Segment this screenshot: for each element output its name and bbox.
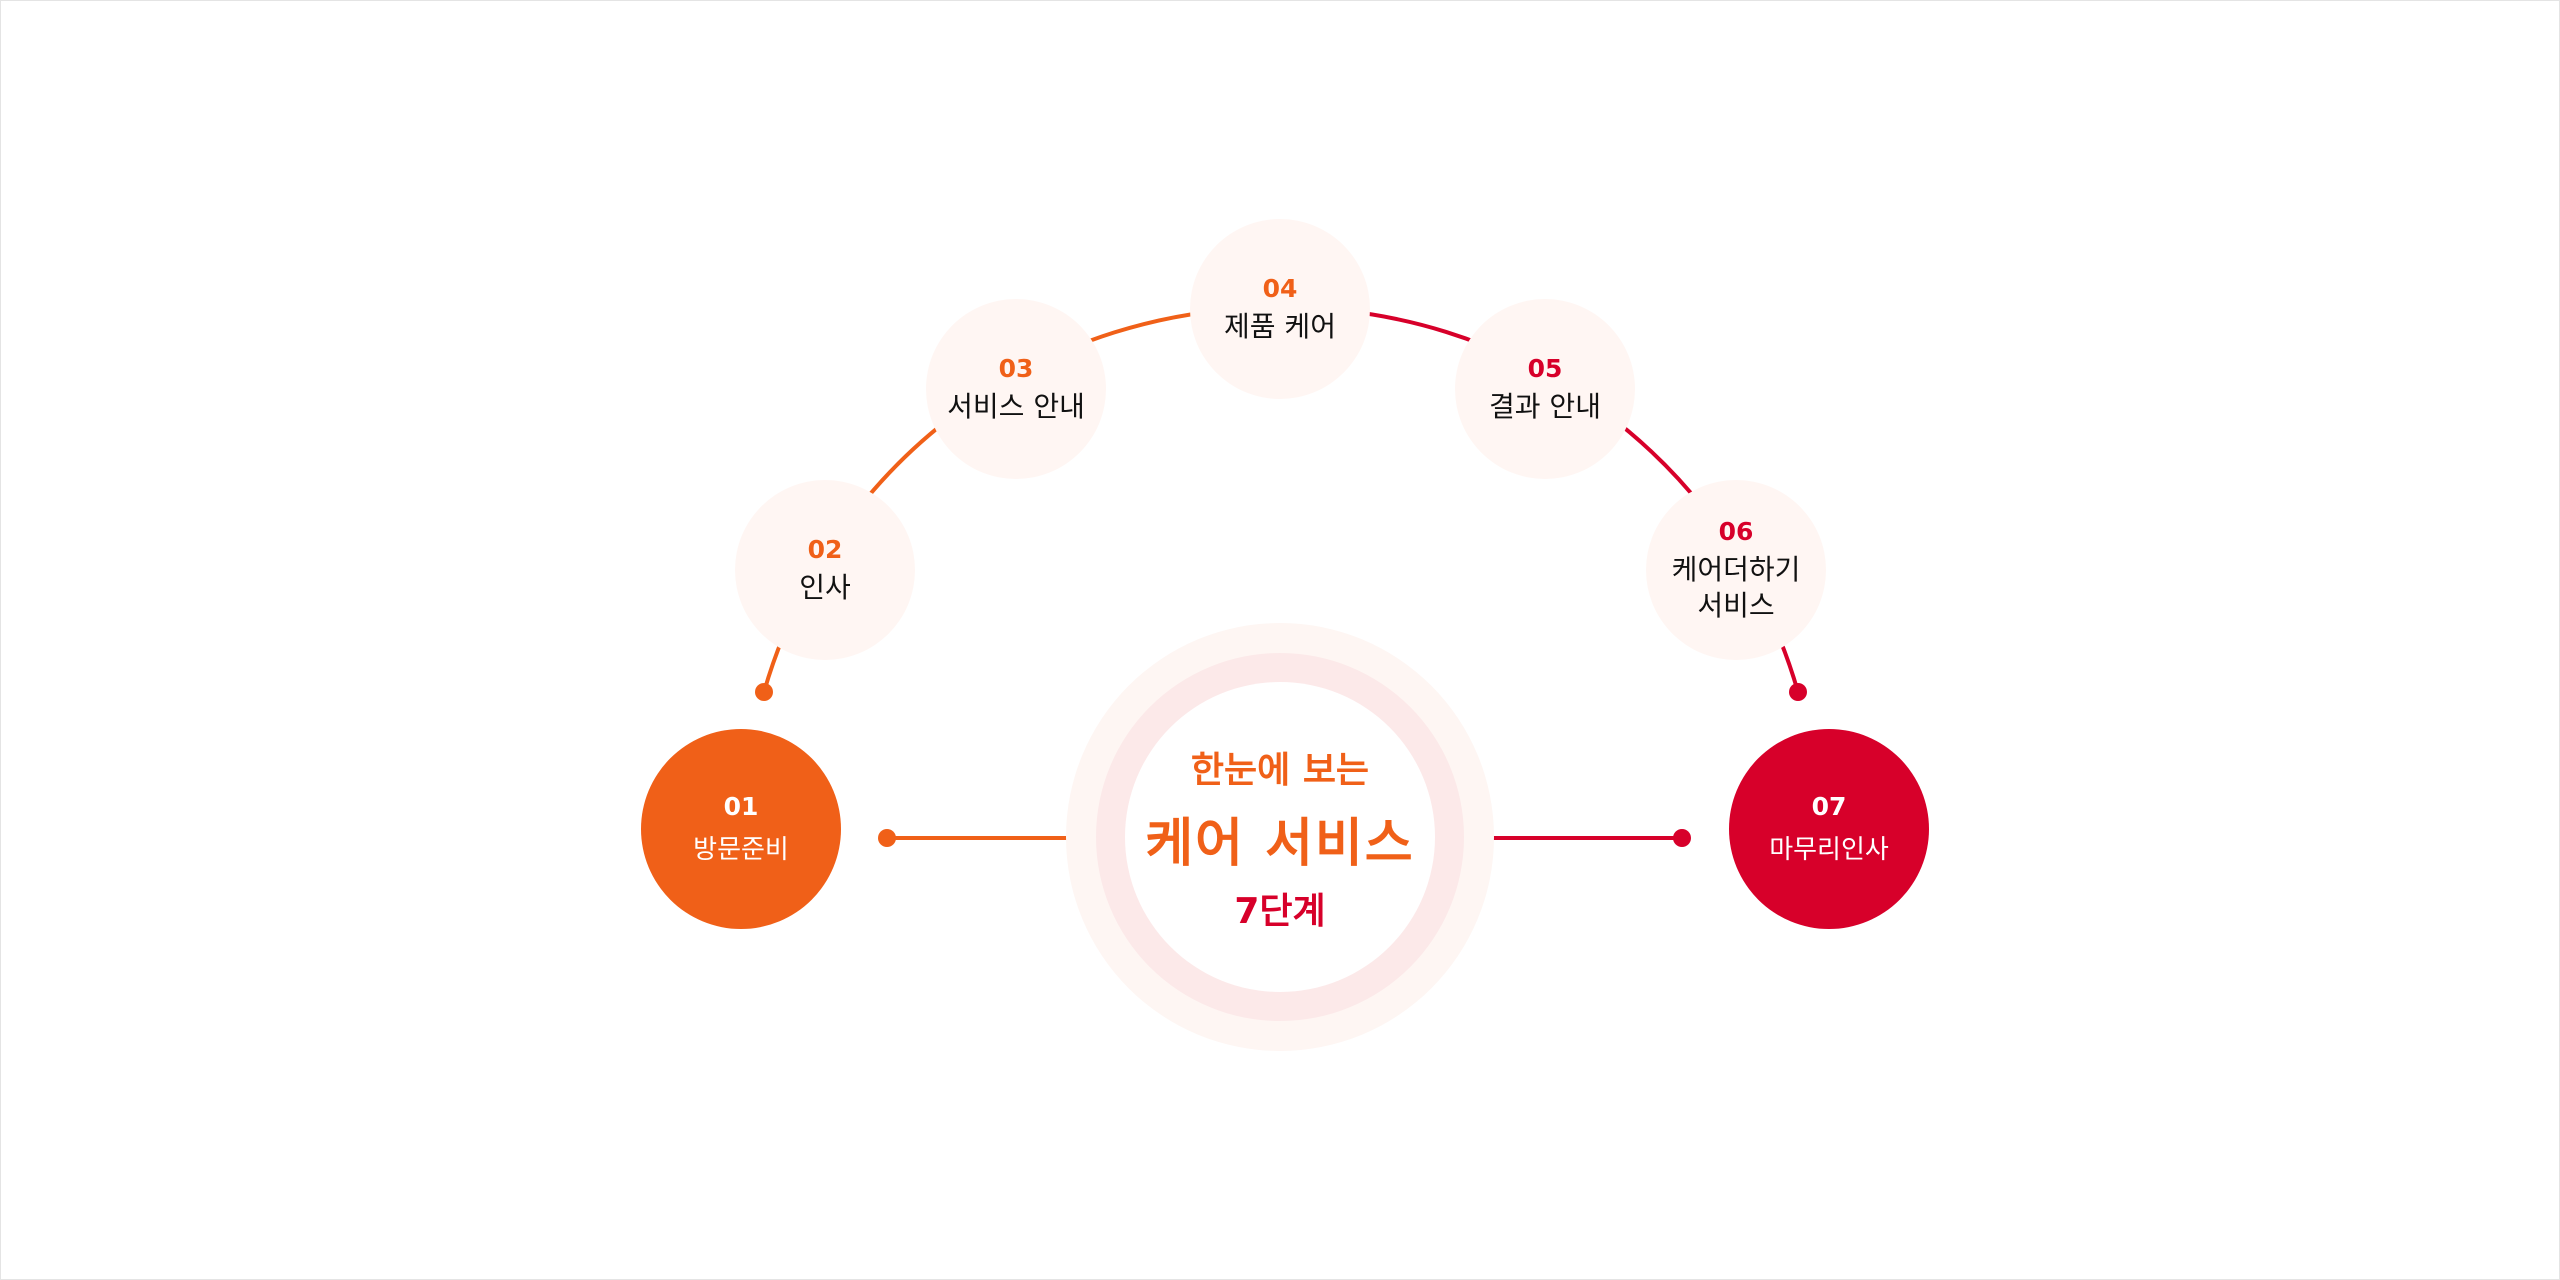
step-label: 제품 케어 bbox=[1224, 309, 1336, 343]
step-number: 07 bbox=[1811, 792, 1847, 821]
step-number: 01 bbox=[723, 792, 759, 821]
step-07: 07 마무리인사 bbox=[1729, 729, 1929, 929]
center-inner: 한눈에 보는 케어 서비스 7단계 bbox=[1125, 682, 1435, 992]
dot-left bbox=[878, 829, 896, 847]
center-title: 케어 서비스 bbox=[1145, 813, 1415, 874]
center-badge: 한눈에 보는 케어 서비스 7단계 bbox=[1066, 623, 1494, 1051]
step-number: 04 bbox=[1262, 273, 1298, 303]
step-05: 05 결과 안내 bbox=[1455, 299, 1635, 479]
step-label: 결과 안내 bbox=[1489, 389, 1601, 423]
step-number: 03 bbox=[998, 353, 1034, 383]
step-number: 02 bbox=[807, 534, 843, 564]
step-label-line2: 서비스 bbox=[1697, 588, 1775, 622]
step-label: 서비스 안내 bbox=[947, 389, 1085, 423]
dot-left-top bbox=[755, 683, 773, 701]
center-line3: 7단계 bbox=[1234, 890, 1326, 932]
step-01: 01 방문준비 bbox=[641, 729, 841, 929]
step-02: 02 인사 bbox=[735, 480, 915, 660]
step-label: 방문준비 bbox=[693, 835, 789, 865]
step-06: 06 케어더하기 서비스 bbox=[1646, 480, 1826, 660]
center-line1: 한눈에 보는 bbox=[1190, 749, 1370, 791]
step-04: 04 제품 케어 bbox=[1190, 219, 1370, 399]
step-03: 03 서비스 안내 bbox=[926, 299, 1106, 479]
step-label: 인사 bbox=[799, 570, 851, 604]
step-number: 05 bbox=[1527, 353, 1563, 383]
step-number: 06 bbox=[1718, 516, 1754, 546]
step-label: 마무리인사 bbox=[1769, 835, 1889, 865]
step-label: 케어더하기 bbox=[1671, 552, 1801, 586]
dot-right-top bbox=[1789, 683, 1807, 701]
center-ring: 한눈에 보는 케어 서비스 7단계 bbox=[1096, 653, 1464, 1021]
dot-right bbox=[1673, 829, 1691, 847]
